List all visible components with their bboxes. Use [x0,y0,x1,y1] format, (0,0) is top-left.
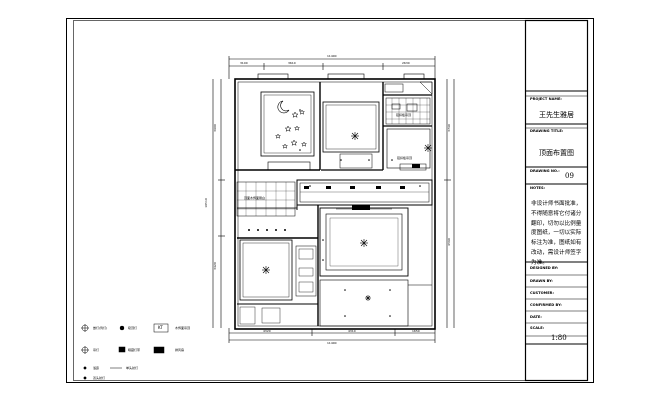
room-label-bath: 铝扣板吊顶 [396,113,412,117]
legend-symbols [81,323,169,380]
legend-label-8: 双头射灯 [93,376,106,380]
drawn-by-label: DRAWN BY: [530,279,553,283]
pendant-lamp-icons [262,132,432,301]
ceiling-plan [212,56,455,343]
legend-label-6: 浴霸 [93,366,100,370]
notes-label: NOTES: [530,186,545,190]
bath-tile-grid [386,98,430,124]
dim-top-part-3: 2630 [402,61,410,65]
legend-label-5: 排风扇 [175,348,185,352]
dim-top-part-2: 3610 [288,61,296,65]
dim-top-total: 11400 [327,54,337,58]
legend-label-1: 嵌灯(筒灯) [93,326,108,330]
sheet-outer-border [66,18,594,383]
drawing-title: 顶面布置图 [539,149,574,157]
project-name-label: PROJECT NAME: [530,97,562,101]
scale-label: SCALE: [530,326,545,330]
dim-bottom-part-1: 4320 [263,329,271,333]
drawing-no-label: DRAWING NO.: [530,169,560,173]
legend-label-4: 暗藏灯带 [128,348,141,352]
dim-right-part-2: 4560 [446,238,451,246]
drawing-title-label: DRAWING TITLE: [530,129,564,133]
dim-bottom-part-2: 4310 [348,329,356,333]
scale-value: 1:80 [551,334,567,342]
title-block-frame [524,19,589,382]
project-name: 王先生雅居 [539,111,574,119]
legend-kt-label: KT [158,325,163,330]
room-label-kitchen: 铝扣板吊顶 [397,156,413,160]
legend-label-3: 吊灯 [93,348,100,352]
downlight-icons [248,109,421,317]
dim-bottom-total: 11400 [327,341,337,345]
dim-bottom-part-3: 1650 [412,329,420,333]
dim-right-part-1: 3740 [446,124,451,132]
corridor-fixtures [304,164,420,189]
sheet-inner-border [73,20,588,381]
confirmed-by-label: CONFIRMED BY: [530,303,562,307]
dim-left-total: 10510 [203,198,208,208]
kitchen-tile-grid [237,182,295,216]
drawing-no: 09 [565,172,574,180]
dim-left-part-2: 3420 [212,262,217,270]
notes-text: 非设计师书面批准，不得随意将它付诸分翻印，切勿以比例量度图纸，一切以实际标注为准… [531,201,582,266]
legend-label-2: 吸顶灯 [128,326,138,330]
legend-label-7: 单头射灯 [126,366,139,370]
designed-by-label: DESIGNED BY: [530,266,559,270]
date-label: DATE: [530,315,542,319]
dim-top-part-1: 3100 [240,61,248,65]
dim-left-part-1: 3600 [212,124,217,132]
customer-label: CUSTOMER: [530,291,554,295]
legend-kt-text: 木饰面吊顶 [175,326,191,330]
star-icons [274,109,308,149]
room-label-kid-room: 顶面木饰面刷白 [244,196,266,200]
